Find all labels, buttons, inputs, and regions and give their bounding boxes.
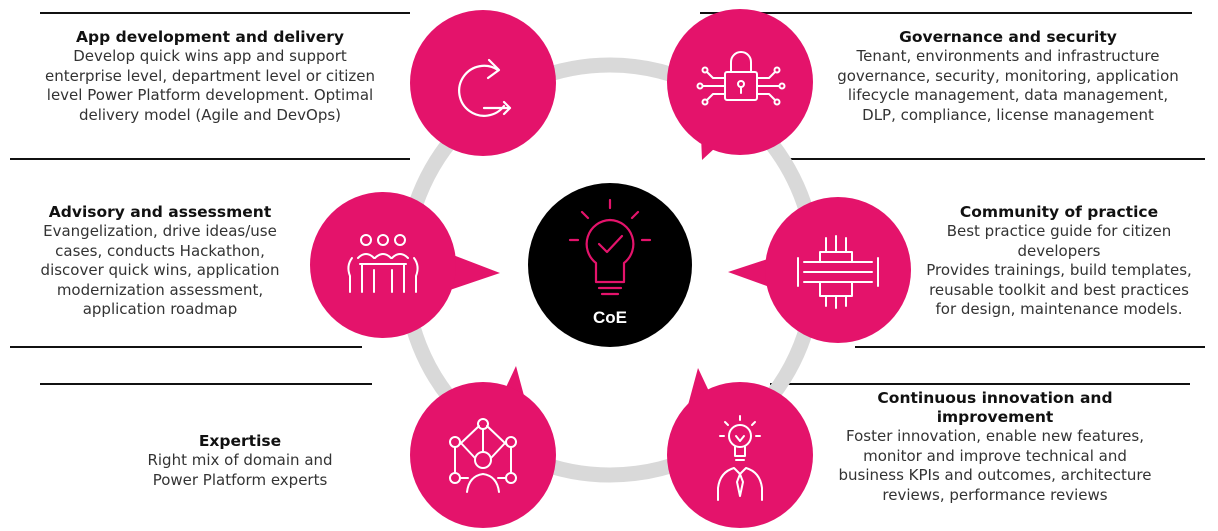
desc-line: enterprise level, department level or ci… <box>44 66 375 85</box>
desc-line: monitor and improve technical and <box>863 446 1127 465</box>
stacked-hands-icon <box>797 235 879 309</box>
title-app-development: App development and delivery <box>76 28 344 46</box>
title-advisory: Advisory and assessment <box>48 203 272 221</box>
block-advisory: Advisory and assessment Evangelization, … <box>10 203 310 320</box>
cycle-arrow-icon <box>458 58 512 117</box>
desc-line: Evangelization, drive ideas/use <box>43 222 277 240</box>
lightbulb-check-icon <box>568 198 652 296</box>
rule-top-left <box>40 12 410 14</box>
desc-line: business KPIs and outcomes, architecture <box>838 466 1152 484</box>
block-community: Community of practice Best practice guid… <box>912 203 1206 320</box>
rule-row2-right <box>855 346 1205 348</box>
rule-row3-left <box>40 383 372 385</box>
desc-line: Right mix of domain and <box>147 451 333 469</box>
desc-line: delivery model (Agile and DevOps) <box>78 105 342 124</box>
meeting-people-icon <box>347 234 419 293</box>
desc-line: developers <box>1017 241 1101 260</box>
title-innovation: Continuous innovation and improvement <box>877 389 1113 426</box>
network-person-icon <box>449 418 517 493</box>
desc-line: Tenant, environments and infrastructure <box>856 47 1160 65</box>
title-expertise: Expertise <box>198 432 282 450</box>
rule-row1-right <box>785 158 1205 160</box>
desc-governance: Tenant, environments and infrastructure … <box>810 47 1206 125</box>
idea-person-icon <box>717 415 763 501</box>
desc-line: Provides trainings, build templates, <box>926 261 1192 279</box>
title-governance: Governance and security <box>899 28 1117 46</box>
node-advisory <box>310 192 500 338</box>
node-governance <box>667 9 813 160</box>
desc-line: governance, security, monitoring, applic… <box>837 66 1179 85</box>
rule-row2-left <box>10 346 362 348</box>
circuit-lock-icon <box>696 51 786 106</box>
node-expertise <box>410 366 556 528</box>
desc-line: modernization assessment, <box>56 280 264 299</box>
desc-line: discover quick wins, application <box>40 261 280 279</box>
desc-line: level Power Platform development. Optima… <box>46 86 374 104</box>
node-community <box>728 197 911 343</box>
desc-line: application roadmap <box>82 300 238 318</box>
node-app-development <box>410 10 556 156</box>
node-innovation <box>667 368 813 528</box>
block-governance: Governance and security Tenant, environm… <box>810 28 1206 125</box>
block-innovation: Continuous innovation and improvement Fo… <box>820 389 1170 505</box>
desc-expertise: Right mix of domain and Power Platform e… <box>110 451 370 490</box>
desc-line: reusable toolkit and best practices <box>929 280 1189 299</box>
desc-line: Develop quick wins app and support <box>73 47 347 65</box>
rule-row3-right <box>770 383 1190 385</box>
desc-line: Foster innovation, enable new features, <box>846 427 1144 445</box>
desc-line: Best practice guide for citizen <box>946 222 1172 240</box>
rule-row1-left <box>10 158 410 160</box>
desc-line: DLP, compliance, license management <box>862 105 1154 124</box>
desc-line: for design, maintenance models. <box>935 300 1183 318</box>
hub-label: CoE <box>593 308 627 327</box>
block-expertise: Expertise Right mix of domain and Power … <box>110 432 370 490</box>
hub: CoE <box>528 183 692 347</box>
desc-community: Best practice guide for citizen develope… <box>912 222 1206 320</box>
desc-advisory: Evangelization, drive ideas/use cases, c… <box>10 222 310 320</box>
desc-app-development: Develop quick wins app and support enter… <box>10 47 410 125</box>
title-community: Community of practice <box>959 203 1159 221</box>
desc-line: reviews, performance reviews <box>882 485 1108 504</box>
desc-line: cases, conducts Hackathon, <box>55 241 265 260</box>
block-app-development: App development and delivery Develop qui… <box>10 28 410 125</box>
desc-line: Power Platform experts <box>152 470 328 489</box>
desc-innovation: Foster innovation, enable new features, … <box>820 427 1170 505</box>
rule-top-right <box>700 12 1192 14</box>
desc-line: lifecycle management, data management, <box>847 86 1169 104</box>
